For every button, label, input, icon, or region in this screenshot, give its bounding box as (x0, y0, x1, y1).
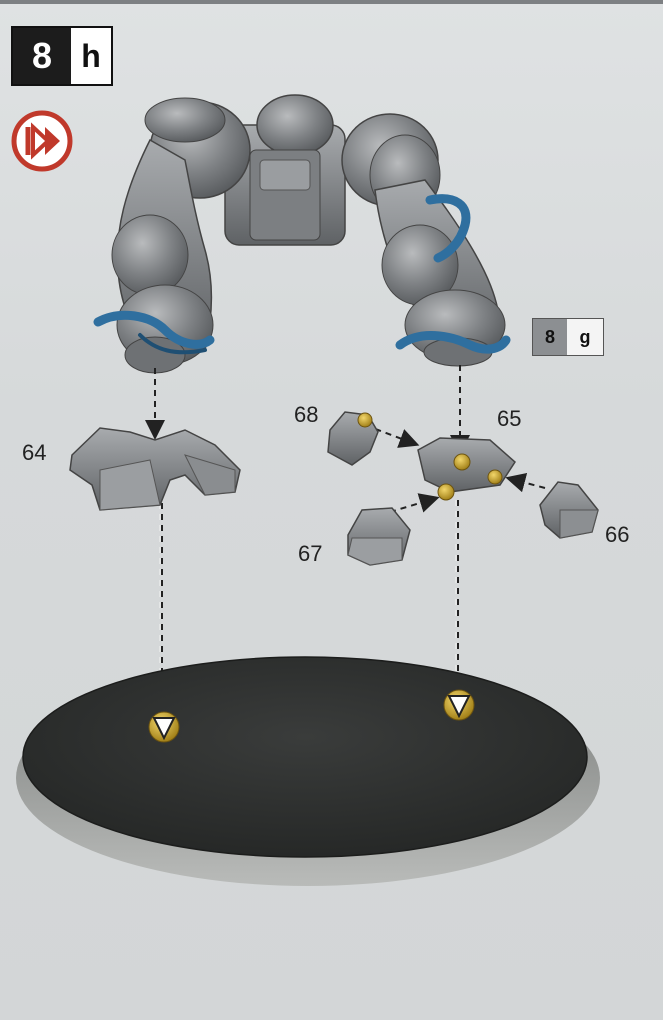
legs-assembly (98, 95, 506, 373)
part-label-67: 67 (298, 541, 322, 567)
round-base (16, 657, 600, 886)
part-label-66: 66 (605, 522, 629, 548)
part-65-foot (418, 438, 515, 500)
reference-step-letter: g (567, 319, 603, 355)
part-label-65: 65 (497, 406, 521, 432)
reference-step-badge: 8 g (532, 318, 604, 356)
peg-marker-left (149, 712, 179, 742)
part-66-toe (540, 482, 598, 538)
part-label-64: 64 (22, 440, 46, 466)
peg-marker-right (444, 690, 474, 720)
part-68-toe (328, 412, 378, 465)
part-64-foot (70, 428, 240, 510)
part-67-toe (348, 508, 410, 565)
part-label-68: 68 (294, 402, 318, 428)
fast-forward-icon (14, 113, 70, 169)
reference-step-number: 8 (533, 319, 567, 355)
